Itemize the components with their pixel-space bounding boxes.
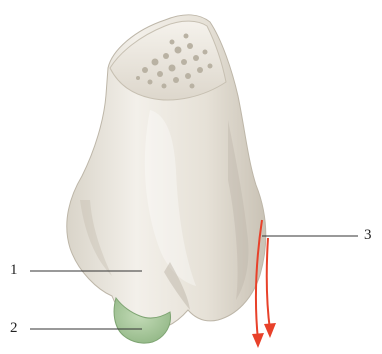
- arrow-right-shaft: [267, 238, 270, 330]
- bone-cut-surface: [110, 21, 226, 100]
- label-2: 2: [10, 321, 18, 336]
- arrow-right-head: [264, 323, 276, 338]
- label-3: 3: [364, 228, 372, 243]
- label-1: 1: [10, 263, 18, 278]
- arrow-left-head: [252, 333, 264, 348]
